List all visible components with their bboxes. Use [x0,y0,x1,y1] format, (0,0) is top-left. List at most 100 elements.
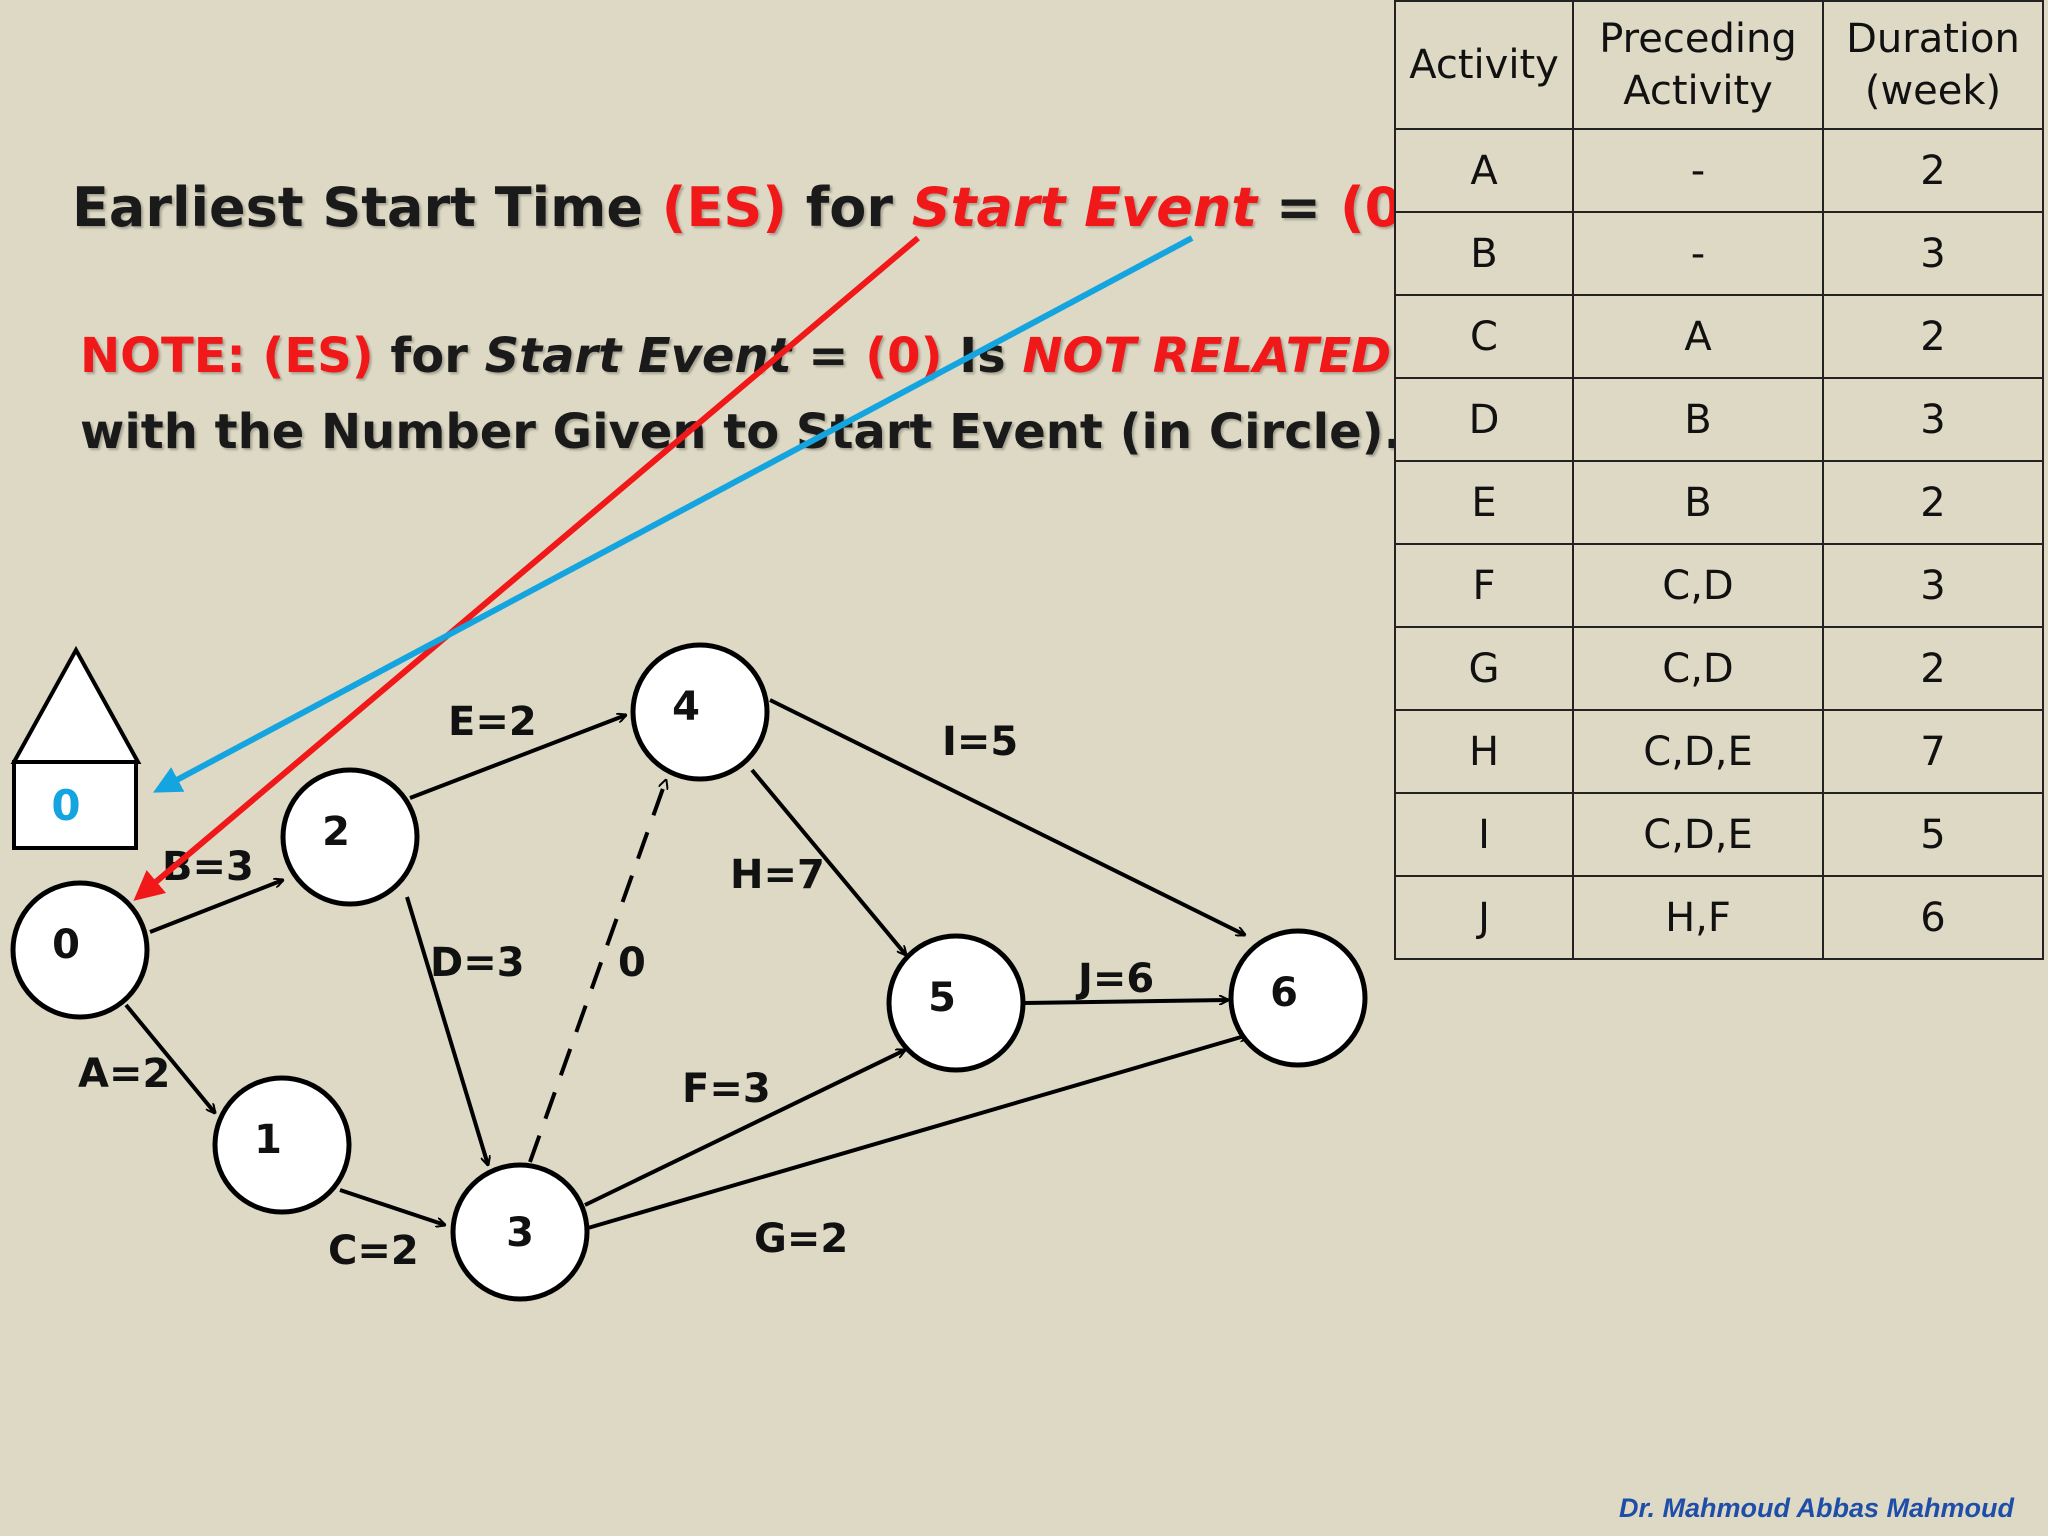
label-G: G=2 [754,1216,848,1262]
node-2-circle [280,767,420,907]
cell-activity: C [1394,294,1574,379]
node-3: 3 [450,1162,590,1302]
header-activity-text: Activity [1409,42,1559,88]
node-6-circle [1228,928,1368,1068]
cell-activity: F [1394,543,1574,628]
edge-4-5 [750,768,906,955]
title-es: (ES) [661,176,787,239]
node-0: 0 [10,880,150,1020]
header-preceding-line1: Preceding [1599,16,1797,62]
label-I: I=5 [942,719,1018,765]
cell-duration: 3 [1822,377,2044,462]
table-row: B-3 [1394,211,2044,296]
edge-2-3 [405,896,488,1165]
node-5-label: 5 [928,975,956,1021]
edge-3-5 [584,1048,905,1207]
label-F: F=3 [682,1066,771,1112]
cell-activity: A [1394,128,1574,213]
cell-preceding: C,D,E [1572,709,1824,794]
blue-pointer-arrow [153,235,1194,793]
cell-duration: 2 [1822,294,2044,379]
header-duration: Duration(week) [1822,0,2044,130]
node-2: 2 [280,767,420,907]
note-line-1: NOTE: (ES) for Start Event = (0) Is NOT … [80,318,1402,394]
edge-4-6 [769,698,1245,937]
note-label: NOTE: (ES) [80,328,374,384]
note-text: NOTE: (ES) for Start Event = (0) Is NOT … [80,318,1402,470]
cell-preceding: B [1572,460,1824,545]
note-equals: = [791,328,866,384]
header-activity: Activity [1394,0,1574,130]
cell-preceding: C,D [1572,543,1824,628]
edges [124,698,1248,1230]
table-row: A-2 [1394,128,2044,213]
node-4-label: 4 [672,684,700,730]
cell-duration: 3 [1822,211,2044,296]
note-not-related: NOT RELATED [1022,328,1392,384]
cell-preceding: - [1572,128,1824,213]
label-J: J=6 [1075,956,1154,1002]
note-start-event: Start Event [484,328,792,384]
node-3-circle [450,1162,590,1302]
cell-duration: 3 [1822,543,2044,628]
label-H: H=7 [730,852,825,898]
edge-0-2 [149,880,283,934]
edge-5-6 [1023,1000,1228,1003]
node-4: 4 [630,642,770,782]
node-5-circle [886,933,1026,1073]
edge-1-3 [339,1188,445,1225]
label-A: A=2 [78,1051,170,1097]
node-4-circle [630,642,770,782]
cell-activity: B [1394,211,1574,296]
header-preceding-line2: Activity [1623,68,1773,114]
header-duration-line2: (week) [1864,68,2002,114]
edge-3-6 [587,1035,1248,1230]
node-3-label: 3 [506,1210,534,1256]
cell-activity: G [1394,626,1574,711]
node-5: 5 [886,933,1026,1073]
label-dummy: 0 [618,940,646,986]
title-text: Earliest Start Time [72,176,662,239]
cell-duration: 6 [1822,875,2044,960]
edge-3-4-dummy [528,780,666,1163]
node-6-label: 6 [1270,970,1298,1016]
author-footer: Dr. Mahmoud Abbas Mahmoud [1618,1493,2014,1523]
cell-preceding: C,D,E [1572,792,1824,877]
title-for: for [786,176,912,239]
cell-preceding: C,D [1572,626,1824,711]
cell-activity: J [1394,875,1574,960]
cell-preceding: - [1572,211,1824,296]
cell-preceding: B [1572,377,1824,462]
label-D: D=3 [430,940,525,986]
node-6: 6 [1228,928,1368,1068]
es-box-value: 0 [51,781,80,830]
title-start-event: Start Event [911,176,1258,239]
cell-duration: 7 [1822,709,2044,794]
cell-duration: 2 [1822,460,2044,545]
label-E: E=2 [448,699,537,745]
es-box: 0 [10,645,142,850]
label-C: C=2 [328,1228,419,1274]
node-1-circle [212,1075,352,1215]
red-pointer-arrow [133,235,920,901]
es-box-roof [10,645,142,764]
cell-activity: D [1394,377,1574,462]
note-line-2: with the Number Given to Start Event (in… [80,404,1402,460]
edge-labels: B=3 A=2 C=2 E=2 D=3 0 I=5 H=7 F=3 J=6 G=… [78,699,1154,1274]
node-2-label: 2 [322,809,350,855]
cell-duration: 2 [1822,626,2044,711]
title-equals: = [1257,176,1340,239]
node-1-label: 1 [254,1117,282,1163]
cell-activity: E [1394,460,1574,545]
cell-preceding: H,F [1572,875,1824,960]
